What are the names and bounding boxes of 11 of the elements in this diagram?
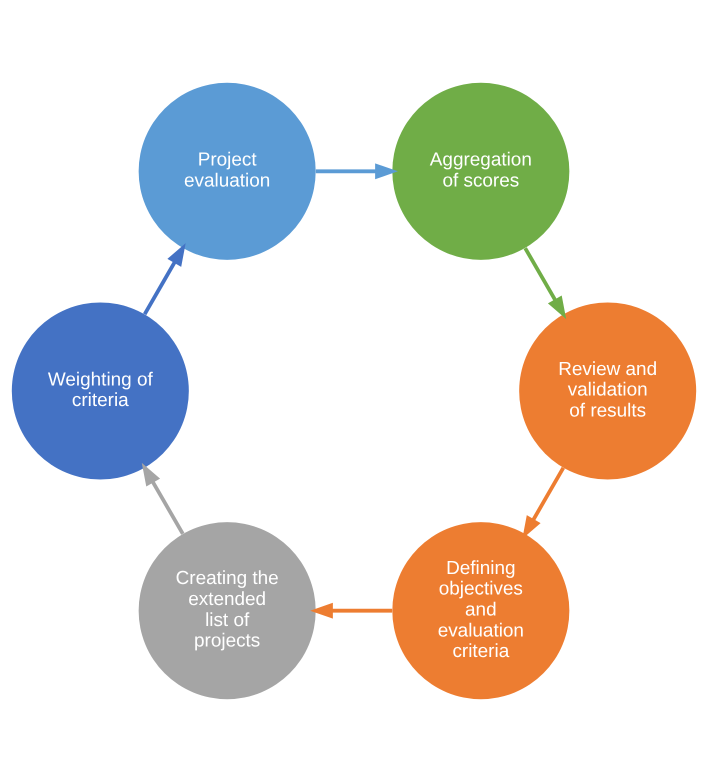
arrow — [143, 243, 186, 316]
node-circle: Review and validation of results — [519, 302, 696, 480]
arrow — [142, 462, 184, 535]
arrow — [310, 602, 392, 619]
node-circle: Project evaluation — [138, 82, 316, 260]
node-circle: Creating the extended list of projects — [138, 522, 316, 700]
node-circle: Defining objectives and evaluation criteria — [392, 522, 570, 700]
node-circle: Aggregation of scores — [392, 82, 570, 260]
arrow — [524, 247, 566, 320]
node-circle: Weighting of criteria — [12, 302, 189, 480]
arrow — [316, 163, 398, 180]
